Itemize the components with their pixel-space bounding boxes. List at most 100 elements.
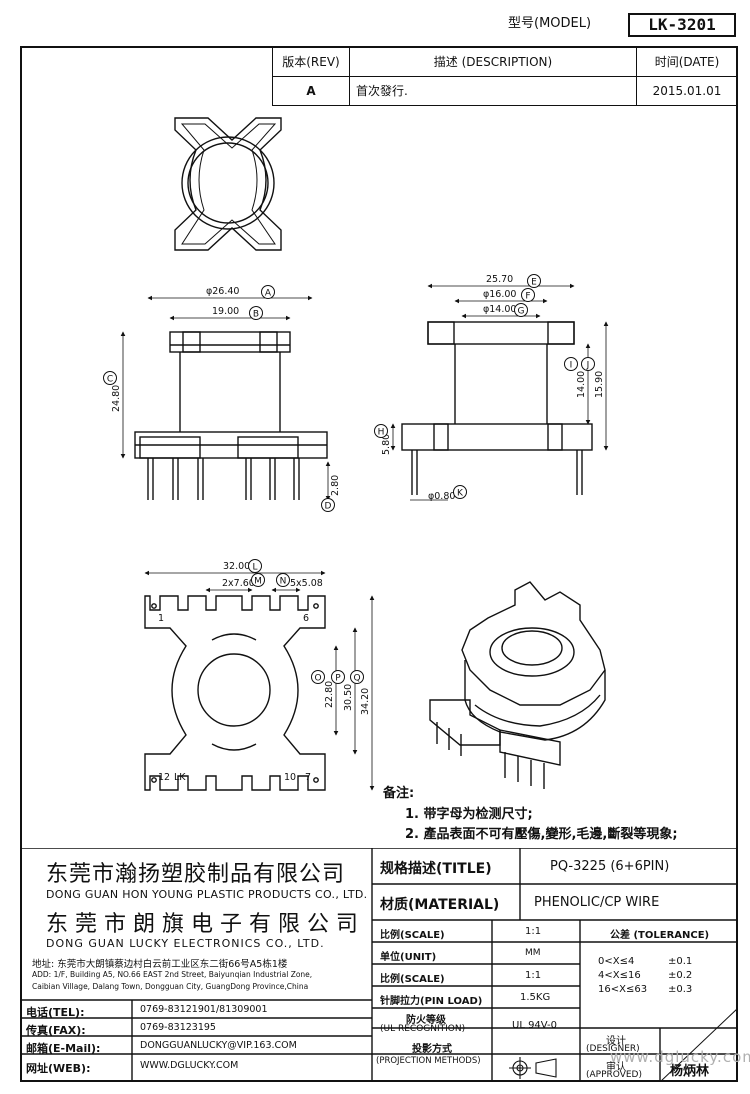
scale-label: 比例(SCALE) xyxy=(380,930,445,941)
unit-value: MM xyxy=(525,948,541,958)
title-label: 规格描述(TITLE) xyxy=(380,861,492,877)
pinload-value: 1.5KG xyxy=(520,992,551,1003)
letter-marker-C: C xyxy=(107,375,113,385)
approved-label-cn: 审认 xyxy=(606,1062,626,1073)
email-value: DONGGUANLUCKY@VIP.163.COM xyxy=(140,1040,297,1051)
letter-marker-circle xyxy=(248,559,262,573)
letter-marker-A: A xyxy=(265,289,272,299)
letter-marker-P: P xyxy=(335,674,341,684)
letter-marker-L: L xyxy=(252,563,257,573)
letter-marker-O: O xyxy=(314,674,321,684)
web-label: 网址(WEB): xyxy=(26,1062,91,1075)
tel-value: 0769-83121901/81309001 xyxy=(140,1004,268,1015)
letter-marker-circle xyxy=(581,357,595,371)
bottom-view xyxy=(144,595,326,791)
dim-A: φ26.40 xyxy=(206,286,239,297)
rev-header: 版本(REV) xyxy=(272,46,350,77)
dim-C: 24.80 xyxy=(111,385,122,412)
notes-title: 备注: xyxy=(383,786,415,801)
address-en-1: ADD: 1/F, Building A5, NO.66 EAST 2nd St… xyxy=(32,970,313,979)
pin-10-mark: 10 xyxy=(284,772,296,783)
tolerance-label: 公差 (TOLERANCE) xyxy=(610,930,710,941)
tolerance-3-range: 16<X≤63 xyxy=(598,984,648,995)
letter-marker-D: D xyxy=(325,502,332,512)
dim-I: 14.00 xyxy=(576,371,587,398)
approved-label-en: (APPROVED) xyxy=(586,1070,642,1080)
letter-marker-circle xyxy=(276,573,290,587)
letter-marker-circle xyxy=(374,424,388,438)
web-value: WWW.DGLUCKY.COM xyxy=(140,1060,239,1071)
letter-marker-J: J xyxy=(586,361,590,371)
company-name-1-en: DONG GUAN HON YOUNG PLASTIC PRODUCTS CO.… xyxy=(46,888,368,901)
isometric-view xyxy=(429,581,606,789)
letter-marker-circle xyxy=(564,357,578,371)
letter-marker-E: E xyxy=(531,278,537,288)
tolerance-3-value: ±0.3 xyxy=(668,984,693,995)
dim-N: 5x5.08 xyxy=(290,578,323,589)
email-label: 邮箱(E-Mail): xyxy=(26,1042,101,1055)
tolerance-2-range: 4<X≤16 xyxy=(598,970,641,981)
scale-value: 1:1 xyxy=(525,926,542,937)
note-1: 1. 带字母为检测尺寸; xyxy=(405,807,533,822)
company-name-2-en: DONG GUAN LUCKY ELECTRONICS CO., LTD. xyxy=(46,937,325,950)
designer-label-cn: 设计 xyxy=(606,1036,626,1047)
fax-value: 0769-83123195 xyxy=(140,1022,216,1033)
material-label: 材质(MATERIAL) xyxy=(380,897,500,913)
letter-marker-circle xyxy=(321,498,335,512)
title-block-grid xyxy=(20,848,738,1082)
scale2-label: 比例(SCALE) xyxy=(380,974,445,985)
letter-marker-M: M xyxy=(254,577,262,587)
ul-value: UL 94V-0 xyxy=(512,1020,558,1031)
title-value: PQ-3225 (6+6PIN) xyxy=(550,859,670,874)
dim-B: 19.00 xyxy=(212,306,239,317)
date-value: 2015.01.01 xyxy=(636,75,738,106)
dim-H: 5.80 xyxy=(381,434,392,455)
dim-M: 2x7.60 xyxy=(222,578,255,589)
letter-marker-K: K xyxy=(457,489,464,499)
pin-12-mark: 12 xyxy=(158,772,170,783)
dim-L: 32.00 xyxy=(223,561,250,572)
letter-marker-N: N xyxy=(280,577,287,587)
technical-drawing: φ26.40 19.00 24.80 2.80 25.70 φ16.00 φ14… xyxy=(103,117,609,791)
letter-marker-circle xyxy=(527,274,541,288)
dim-J: 15.90 xyxy=(594,371,605,398)
projection-label-en: (PROJECTION METHODS) xyxy=(376,1056,481,1066)
watermark: www.dglucky.com xyxy=(610,1048,750,1066)
front-view xyxy=(134,331,328,500)
material-value: PHENOLIC/CP WIRE xyxy=(534,895,660,910)
dim-G: φ14.00 xyxy=(483,304,516,315)
ul-label-cn: 防火等级 xyxy=(406,1015,446,1026)
tolerance-1-range: 0<X≤4 xyxy=(598,956,635,967)
letter-marker-circle xyxy=(103,371,117,385)
letter-marker-B: B xyxy=(253,310,259,320)
pinload-label: 针脚拉力(PIN LOAD) xyxy=(380,996,483,1007)
letter-marker-circle xyxy=(514,303,528,317)
dim-P: 30.50 xyxy=(343,684,354,711)
letter-marker-circle xyxy=(249,306,263,320)
letter-marker-circle xyxy=(261,285,275,299)
letter-marker-F: F xyxy=(525,292,530,302)
letter-marker-circle xyxy=(521,288,535,302)
pin-1-mark: 1 xyxy=(158,613,164,624)
model-number: LK-3201 xyxy=(628,13,736,37)
letter-marker-G: G xyxy=(518,307,525,317)
company-name-1-cn: 东莞市瀚扬塑胶制品有限公司 xyxy=(46,862,346,887)
lk-mark: LK xyxy=(174,772,186,783)
approver-name: 杨炳林 xyxy=(670,1064,710,1079)
top-view xyxy=(174,117,282,251)
fax-label: 传真(FAX): xyxy=(26,1024,86,1037)
dim-E: 25.70 xyxy=(486,274,513,285)
letter-marker-circle xyxy=(251,573,265,587)
note-2: 2. 產品表面不可有壓傷,變形,毛邊,斷裂等現象; xyxy=(405,827,678,842)
address-en-2: Caibian Village, Dalang Town, Dongguan C… xyxy=(32,982,309,991)
tolerance-2-value: ±0.2 xyxy=(668,970,693,981)
date-header: 时间(DATE) xyxy=(636,46,738,77)
tel-label: 电话(TEL): xyxy=(26,1006,85,1019)
letter-marker-I: I xyxy=(570,361,573,371)
pin-7-mark: 7 xyxy=(305,772,311,783)
ul-label-en: (UL RECOGNITION) xyxy=(380,1024,466,1034)
letter-marker-circle xyxy=(331,670,345,684)
letter-marker-H: H xyxy=(378,428,385,438)
model-label: 型号(MODEL) xyxy=(508,16,592,31)
projection-label-cn: 投影方式 xyxy=(412,1044,452,1055)
